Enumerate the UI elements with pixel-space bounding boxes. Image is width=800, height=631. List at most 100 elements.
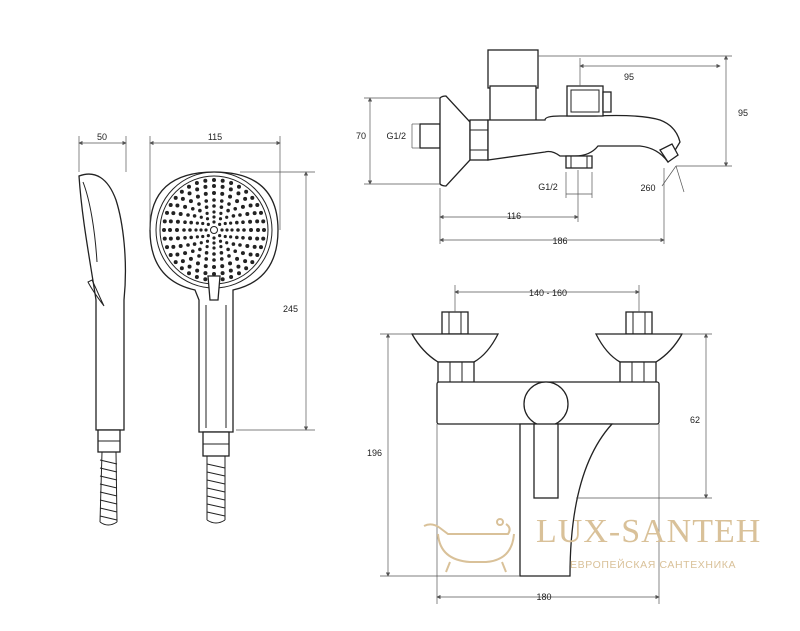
dimension-lines xyxy=(78,55,732,604)
spray-nozzle xyxy=(227,202,231,206)
spray-nozzle xyxy=(229,235,233,239)
spray-nozzle xyxy=(173,195,178,200)
dim-spout-reach: 260 xyxy=(640,183,655,193)
hand-shower-side-view xyxy=(78,173,127,526)
spray-nozzle xyxy=(212,215,216,219)
watermark: LUX-SANTEH ЕВРОПЕЙСКАЯ САНТЕХНИКА xyxy=(423,513,761,573)
spray-nozzle xyxy=(238,213,242,217)
spray-nozzle xyxy=(203,264,208,269)
spray-nozzle xyxy=(212,184,216,188)
spray-nozzle xyxy=(162,236,167,241)
spray-nozzle xyxy=(194,274,199,279)
spray-nozzle xyxy=(229,274,234,279)
spray-nozzle xyxy=(183,235,187,240)
spray-nozzle xyxy=(218,234,222,238)
dim-total-width: 180 xyxy=(536,592,551,602)
spray-nozzle xyxy=(236,191,241,196)
spray-nozzle xyxy=(199,241,203,245)
watermark-brand: LUX-SANTEH xyxy=(536,513,761,550)
spray-nozzle xyxy=(212,252,216,256)
watermark-tagline: ЕВРОПЕЙСКАЯ САНТЕХНИКА xyxy=(570,558,736,571)
spray-nozzle xyxy=(252,244,257,249)
spray-nozzle xyxy=(201,234,205,239)
spray-nozzle xyxy=(212,204,216,208)
spray-nozzle xyxy=(205,239,210,243)
spray-nozzle xyxy=(233,206,238,211)
spray-nozzle xyxy=(225,228,229,232)
spray-nozzle xyxy=(225,241,229,245)
spray-nozzle xyxy=(178,244,183,249)
spray-nozzle xyxy=(223,221,227,226)
spray-nozzle xyxy=(255,219,260,224)
spray-nozzle xyxy=(168,228,172,232)
spray-nozzle xyxy=(189,220,193,225)
spray-hub xyxy=(210,226,218,234)
spray-nozzle xyxy=(189,235,193,240)
spray-nozzle xyxy=(175,236,180,241)
spray-nozzle xyxy=(236,228,240,232)
spray-nozzle xyxy=(198,208,202,213)
spray-nozzle xyxy=(195,268,200,273)
spray-nozzle xyxy=(258,245,263,250)
spray-nozzle xyxy=(171,244,176,249)
spray-nozzle xyxy=(199,228,203,232)
spray-nozzle xyxy=(194,181,199,186)
spray-nozzle xyxy=(229,181,234,186)
spray-nozzle xyxy=(186,243,190,247)
spray-nozzle xyxy=(255,203,260,207)
spray-nozzle xyxy=(220,228,224,232)
spray-nozzle xyxy=(244,266,249,271)
spray-nozzle xyxy=(227,254,231,258)
spray-nozzle xyxy=(182,228,186,232)
spray-nozzle xyxy=(252,211,257,216)
spray-nozzle xyxy=(197,254,201,258)
spray-nozzle xyxy=(205,211,209,215)
spray-nozzle xyxy=(212,236,216,240)
dim-centres: 140 - 160 xyxy=(529,288,567,298)
spray-nozzle xyxy=(231,242,236,246)
spray-nozzle xyxy=(198,247,202,252)
spray-nozzle xyxy=(219,251,224,255)
spray-nozzle xyxy=(187,264,192,269)
spray-nozzle xyxy=(220,277,225,282)
spray-nozzle xyxy=(171,211,176,216)
spray-nozzle xyxy=(220,178,225,183)
spray-nozzle xyxy=(187,184,191,189)
spray-nozzle xyxy=(168,253,173,257)
spray-nozzle xyxy=(212,246,216,250)
spray-nozzle xyxy=(262,228,266,232)
spray-nozzle xyxy=(183,220,187,225)
spray-nozzle xyxy=(240,251,245,256)
spray-nozzle xyxy=(195,235,199,239)
spray-nozzle xyxy=(228,261,233,266)
dim-hand-width: 115 xyxy=(208,132,222,142)
spray-nozzle xyxy=(223,234,227,239)
spray-nozzle xyxy=(261,219,266,224)
spray-nozzle xyxy=(192,214,197,218)
spray-nozzle xyxy=(242,228,246,232)
spray-nozzle xyxy=(203,271,208,276)
spray-nozzle xyxy=(212,272,216,276)
spray-nozzle xyxy=(212,198,216,202)
spray-nozzle xyxy=(188,256,193,261)
spray-nozzle xyxy=(195,221,199,225)
spray-nozzle xyxy=(180,196,185,201)
spray-nozzle xyxy=(187,271,191,276)
spray-nozzle xyxy=(195,261,200,266)
bathtub-logo-icon xyxy=(423,518,515,573)
spray-nozzle xyxy=(175,203,180,208)
spray-nozzle xyxy=(188,228,192,232)
spray-nozzle xyxy=(186,213,190,217)
dim-side-height: 70 xyxy=(356,131,366,141)
spray-nozzle xyxy=(249,228,253,232)
dim-hand-length: 245 xyxy=(283,304,298,314)
spray-nozzle xyxy=(243,196,248,201)
spray-nozzle xyxy=(212,265,216,269)
spray-nozzle xyxy=(235,235,239,240)
spray-nozzle xyxy=(175,252,180,257)
spray-nozzle xyxy=(203,184,208,189)
spray-nozzle xyxy=(219,257,224,261)
spray-nozzle xyxy=(228,194,233,199)
spray-nozzle xyxy=(175,219,180,224)
spray-nozzle xyxy=(203,178,208,183)
